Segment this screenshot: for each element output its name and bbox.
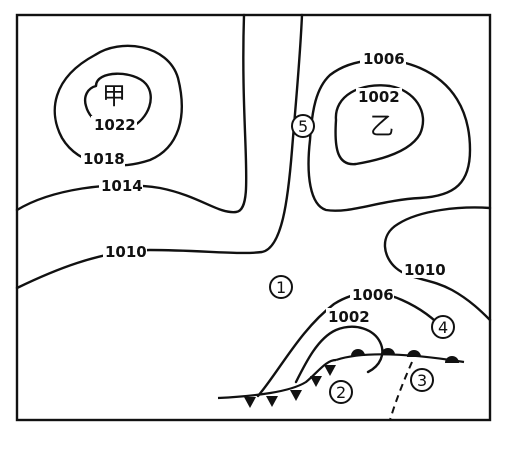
isobar-1018 bbox=[53, 44, 183, 167]
isobar-label-1006-bottom: 1006 bbox=[352, 286, 394, 304]
cold-front-symbol bbox=[324, 365, 336, 376]
cold-front-symbol bbox=[310, 376, 322, 387]
svg-text:3: 3 bbox=[417, 371, 427, 390]
high-center-value: 1022 bbox=[94, 116, 136, 134]
warm-front-symbol bbox=[407, 350, 421, 357]
cold-front-symbol bbox=[244, 397, 256, 408]
high-center-name: 甲 bbox=[102, 82, 126, 110]
point-2-marker: 2 bbox=[329, 380, 353, 404]
isobar-1006-top bbox=[307, 58, 472, 212]
point-3-marker: 3 bbox=[410, 368, 434, 392]
low-center-value: 1002 bbox=[358, 88, 400, 106]
warm-front-symbol bbox=[445, 356, 459, 363]
map-frame bbox=[15, 13, 492, 422]
isobar-label-1010-right: 1010 bbox=[404, 261, 446, 279]
isobar-label-1014: 1014 bbox=[101, 177, 143, 195]
svg-text:5: 5 bbox=[298, 117, 308, 136]
trough-line bbox=[389, 361, 413, 421]
low-center-name: 乙 bbox=[370, 112, 394, 140]
cold-front-line bbox=[217, 358, 337, 400]
isobar-label-1002-bottom: 1002 bbox=[328, 308, 370, 326]
point-4-marker: 4 bbox=[431, 315, 455, 339]
isobar-label-1018: 1018 bbox=[83, 150, 125, 168]
svg-text:4: 4 bbox=[438, 318, 448, 337]
isobar-1010-left bbox=[15, 13, 304, 290]
svg-text:1: 1 bbox=[276, 278, 286, 297]
point-5-marker: 5 bbox=[291, 114, 315, 138]
svg-text:2: 2 bbox=[336, 383, 346, 402]
cold-front-symbol bbox=[290, 390, 302, 401]
cold-front-symbol bbox=[266, 396, 278, 407]
isobar-1010-right bbox=[383, 206, 492, 322]
warm-front-symbol bbox=[381, 348, 395, 355]
point-1-marker: 1 bbox=[269, 275, 293, 299]
isobar-label-1010-left: 1010 bbox=[105, 243, 147, 261]
warm-front-symbol bbox=[351, 349, 365, 356]
isobar-1014 bbox=[15, 13, 248, 214]
isobar-1002-bottom bbox=[294, 325, 384, 384]
isobar-label-1006-top: 1006 bbox=[363, 50, 405, 68]
